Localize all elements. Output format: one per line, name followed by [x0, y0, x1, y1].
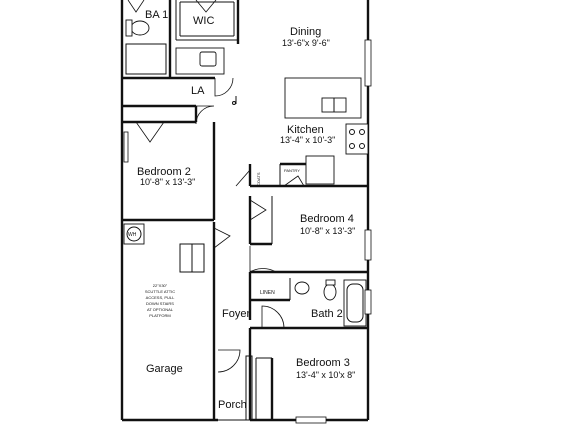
linen-label: LINEN — [260, 290, 275, 296]
bath-2-walls — [248, 272, 368, 330]
toilet-tank — [125, 19, 133, 37]
bedroom3-label: Bedroom 3 — [296, 357, 350, 369]
water-heater — [126, 226, 142, 242]
wh-label: WH — [128, 232, 137, 238]
bedroom2-dim: 10'-8" x 13'-3" — [140, 177, 195, 187]
dining-label: Dining — [290, 26, 321, 38]
hall-walls — [122, 96, 237, 125]
attic-note-line: DOWN STAIRS — [146, 301, 174, 306]
ba1-label: BA 1 — [145, 9, 168, 21]
bedroom2-label: Bedroom 2 — [137, 166, 191, 178]
shower — [125, 43, 167, 75]
pantry-label: PANTRY — [284, 168, 300, 173]
kitchen-fixtures — [235, 77, 369, 188]
garage-walls — [123, 222, 231, 420]
bath2-label: Bath 2 — [311, 308, 343, 320]
sink — [199, 51, 217, 67]
attic-note-line: 22"X30" — [153, 283, 168, 288]
kitchen-dim: 13'-4" x 10'-3" — [280, 135, 335, 145]
kitchen-label: Kitchen — [287, 124, 324, 136]
wic-label: WIC — [193, 15, 214, 27]
porch-label: Porch — [218, 399, 247, 411]
bedroom-3-walls — [248, 328, 274, 420]
attic-note-line: AT OPTIONAL — [147, 307, 174, 312]
attic-note-line: ACCESS, PULL — [146, 295, 175, 300]
dining-dim: 13'-6"x 9'-6" — [282, 38, 330, 48]
refrigerator — [305, 155, 335, 185]
foyer-label: Foyer — [222, 308, 250, 320]
bath-2-sink — [294, 281, 310, 295]
coats-label: COATS — [256, 172, 261, 186]
bedroom-2-walls — [122, 121, 216, 222]
toilet — [130, 20, 150, 36]
windows — [123, 39, 372, 424]
bath-2-toilet-tank — [325, 279, 336, 286]
bedroom-4-walls — [248, 196, 368, 274]
bedroom4-dim: 10'-8" x 13'-3" — [300, 226, 355, 236]
bedroom4-label: Bedroom 4 — [300, 213, 354, 225]
attic-note-line: SCUTTLE ATTIC — [145, 289, 175, 294]
bath-1-area — [122, 0, 240, 97]
la-label: LA — [191, 85, 205, 97]
garage-label: Garage — [146, 363, 183, 375]
attic-note-line: PLATFORM — [149, 313, 170, 318]
bedroom3-dim: 13'-4" x 10'x 8" — [296, 370, 355, 380]
bath-2-toilet — [323, 283, 337, 301]
attic-note: 22"X30" SCUTTLE ATTIC ACCESS, PULL DOWN … — [145, 283, 175, 318]
range — [345, 123, 369, 155]
